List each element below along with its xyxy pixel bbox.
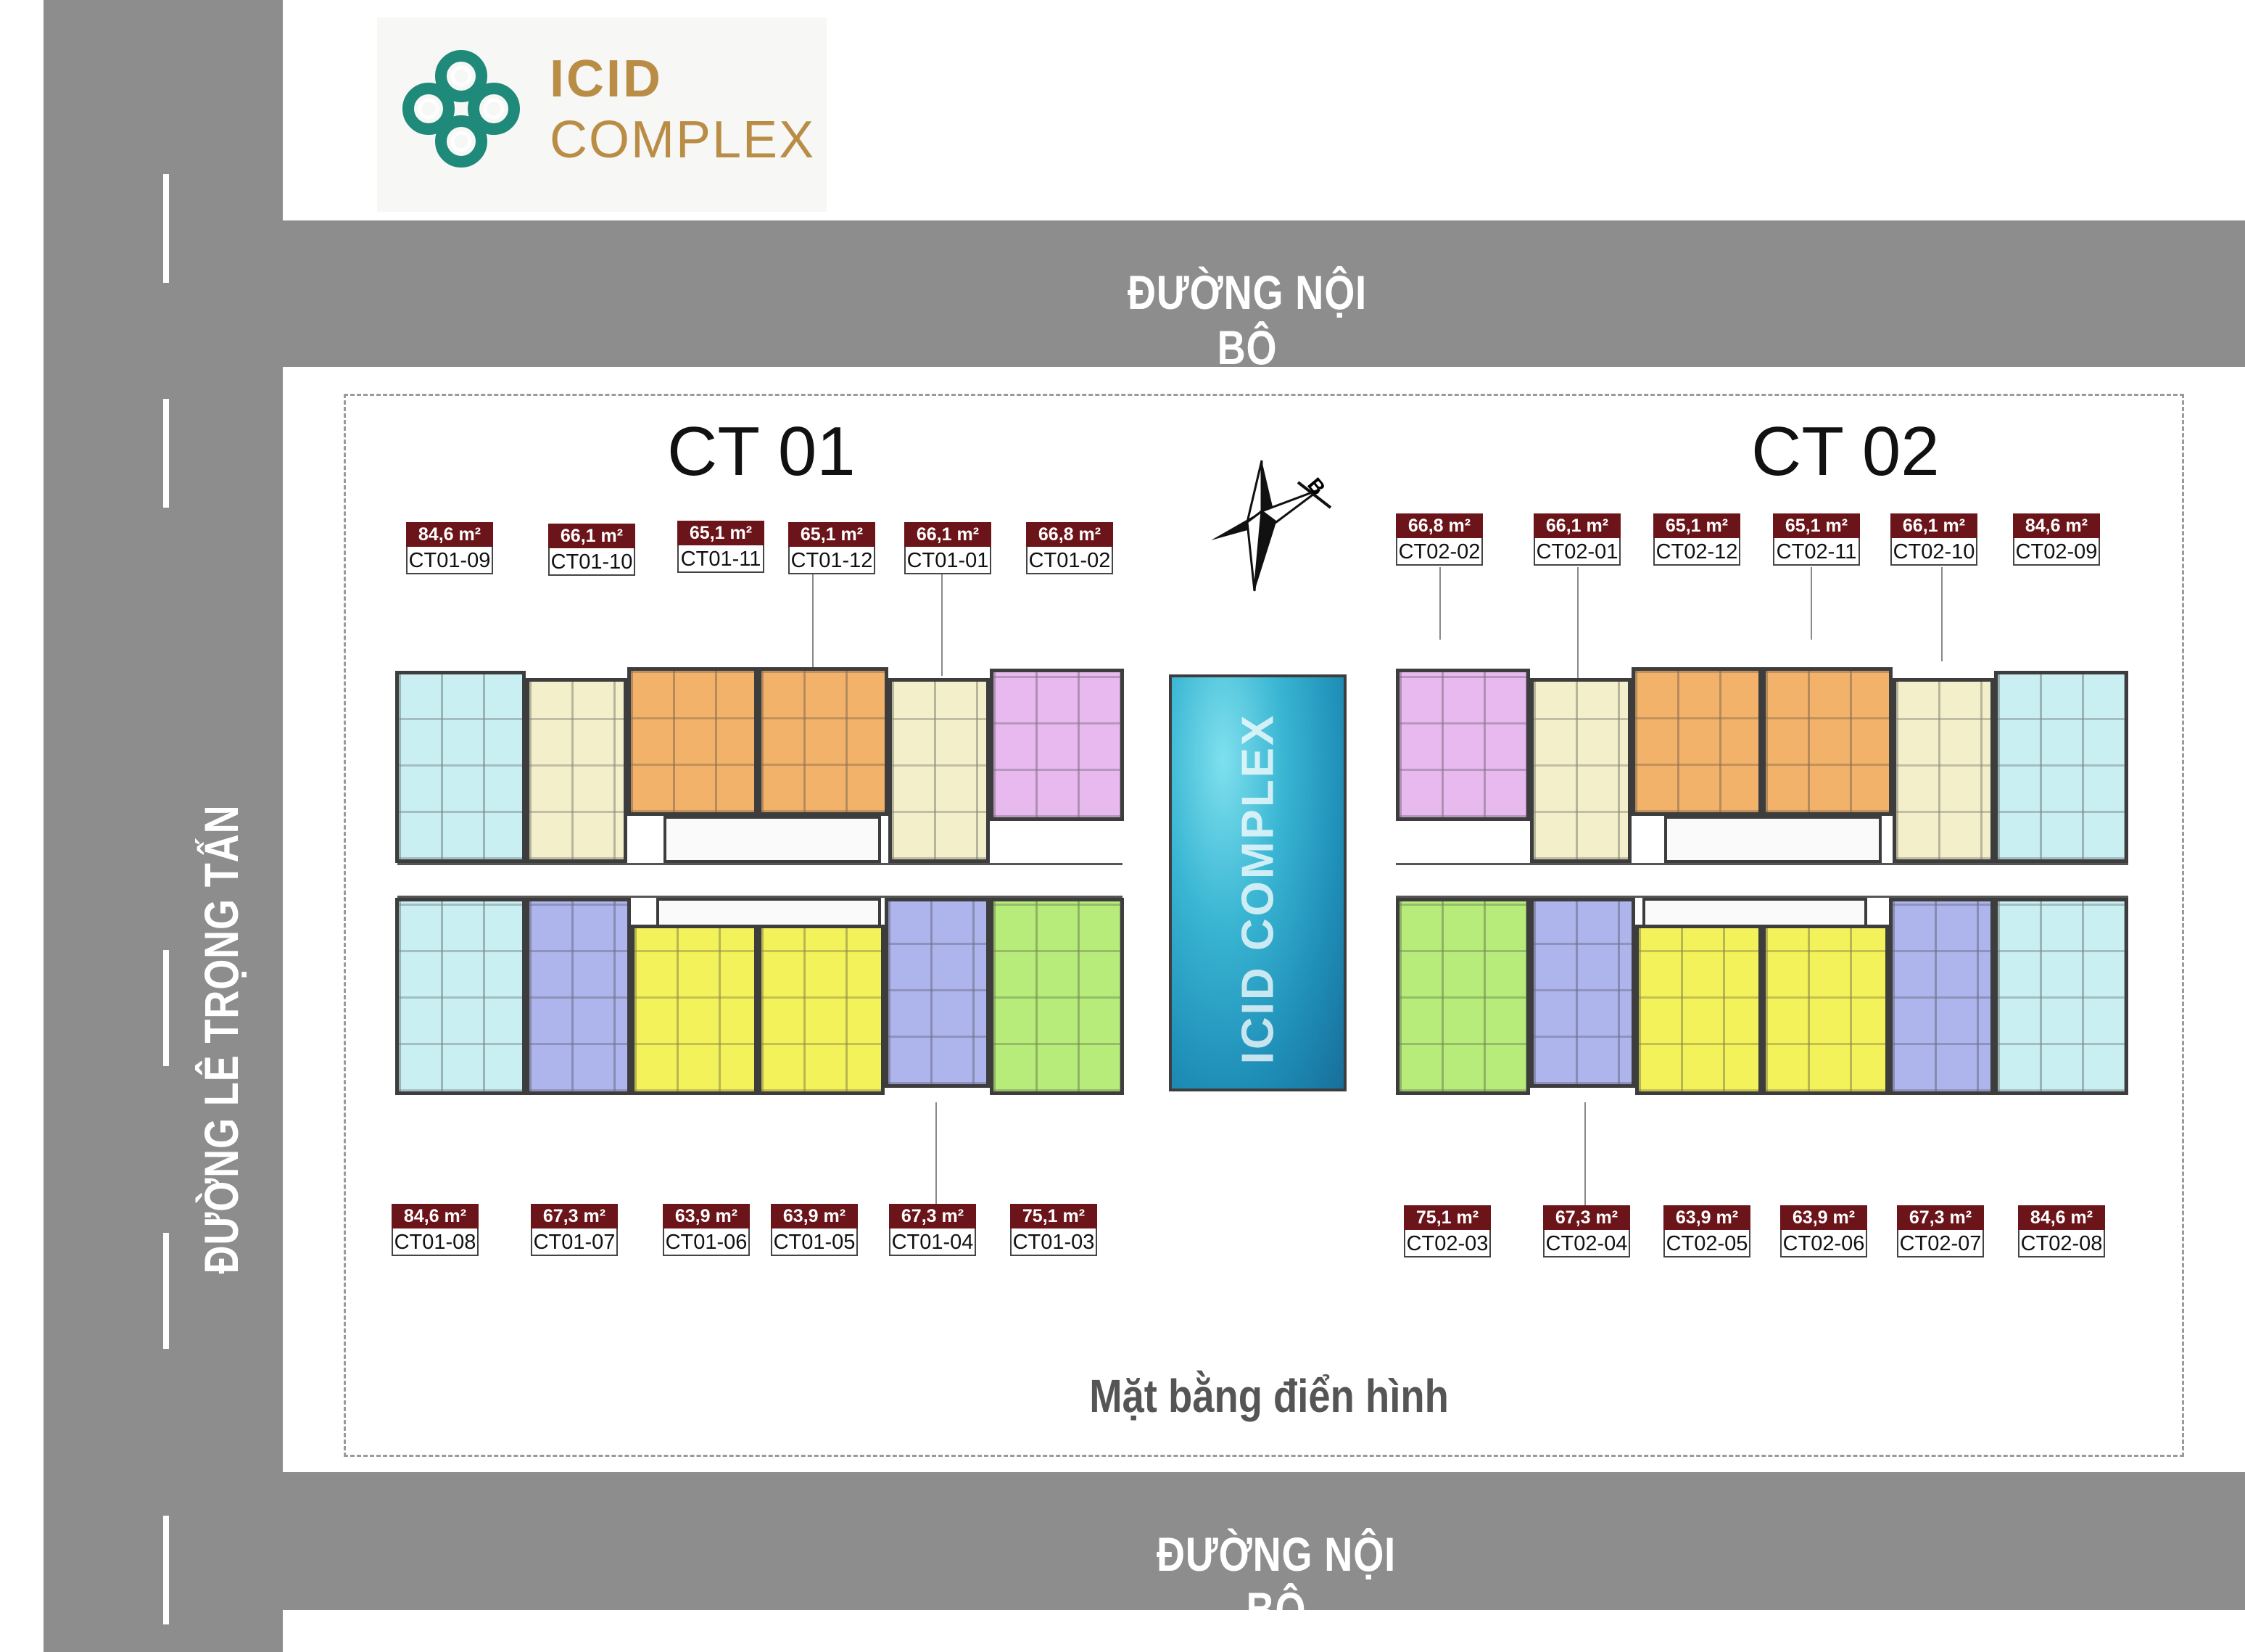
bottom-road-label: ĐƯỜNG NỘI BỘ [1157, 1527, 1396, 1636]
leader-line [1941, 567, 1943, 661]
logo: ICID COMPLEX [377, 17, 827, 212]
logo-line1: ICID [550, 50, 663, 108]
swimming-pool [1169, 674, 1347, 1091]
ct01-corridor [397, 863, 1122, 898]
leader-line [941, 574, 943, 676]
left-road-label: ĐƯỜNG LÊ TRỌNG TẤN [194, 804, 248, 1274]
bottom-road [283, 1472, 2245, 1610]
unit-ct01-10 [526, 678, 627, 863]
unit-ct02-12 [1632, 667, 1762, 816]
unit-ct01-02 [990, 669, 1124, 821]
unit-ct01-12 [758, 667, 888, 816]
leader-line [935, 1102, 937, 1204]
unit-ct02-07 [1889, 898, 1994, 1095]
unit-ct02-09 [1994, 671, 2128, 863]
unit-ct01-05 [758, 925, 885, 1095]
lane-marking [163, 1233, 169, 1349]
top-road-label: ĐƯỜNG NỘI BỘ [1128, 265, 1367, 374]
unit-ct01-11 [627, 667, 758, 816]
unit-ct01-03 [990, 898, 1124, 1095]
leader-line [1577, 567, 1579, 683]
site-plan-frame [344, 394, 2184, 1457]
unit-ct02-08 [1994, 898, 2128, 1095]
unit-ct02-06 [1762, 925, 1889, 1095]
unit-ct02-11 [1762, 667, 1893, 816]
compass-icon [1211, 460, 1332, 592]
ct02-core-top [1664, 816, 1882, 863]
leader-line [812, 574, 814, 669]
unit-ct02-05 [1635, 925, 1762, 1095]
unit-ct01-01 [888, 678, 990, 863]
unit-ct02-02 [1396, 669, 1530, 821]
leader-line [1584, 1102, 1586, 1205]
lane-marking [163, 950, 169, 1066]
unit-ct01-08 [395, 898, 526, 1095]
top-road [283, 220, 2245, 367]
lane-marking [163, 399, 169, 508]
unit-ct02-04 [1530, 898, 1635, 1088]
unit-ct02-10 [1893, 678, 1994, 863]
unit-ct01-04 [885, 898, 990, 1088]
building-title-ct02: CT 02 [1751, 413, 1940, 490]
unit-ct01-06 [631, 925, 758, 1095]
lane-marking [163, 1516, 169, 1624]
unit-ct02-01 [1530, 678, 1632, 863]
ct01-core-top [663, 816, 881, 863]
unit-ct01-09 [395, 671, 526, 863]
plan-caption: Mặt bằng điển hình [1089, 1370, 1449, 1422]
building-title-ct01: CT 01 [667, 413, 856, 490]
logo-knot-icon [402, 50, 520, 168]
leader-line [1811, 567, 1812, 640]
unit-ct01-07 [526, 898, 631, 1095]
pool-label: ICID COMPLEX [1233, 713, 1283, 1065]
logo-line2: COMPLEX [550, 111, 816, 169]
lane-marking [163, 174, 169, 283]
unit-ct02-03 [1396, 898, 1530, 1095]
ct02-corridor [1396, 863, 2128, 898]
leader-line [1439, 567, 1441, 640]
